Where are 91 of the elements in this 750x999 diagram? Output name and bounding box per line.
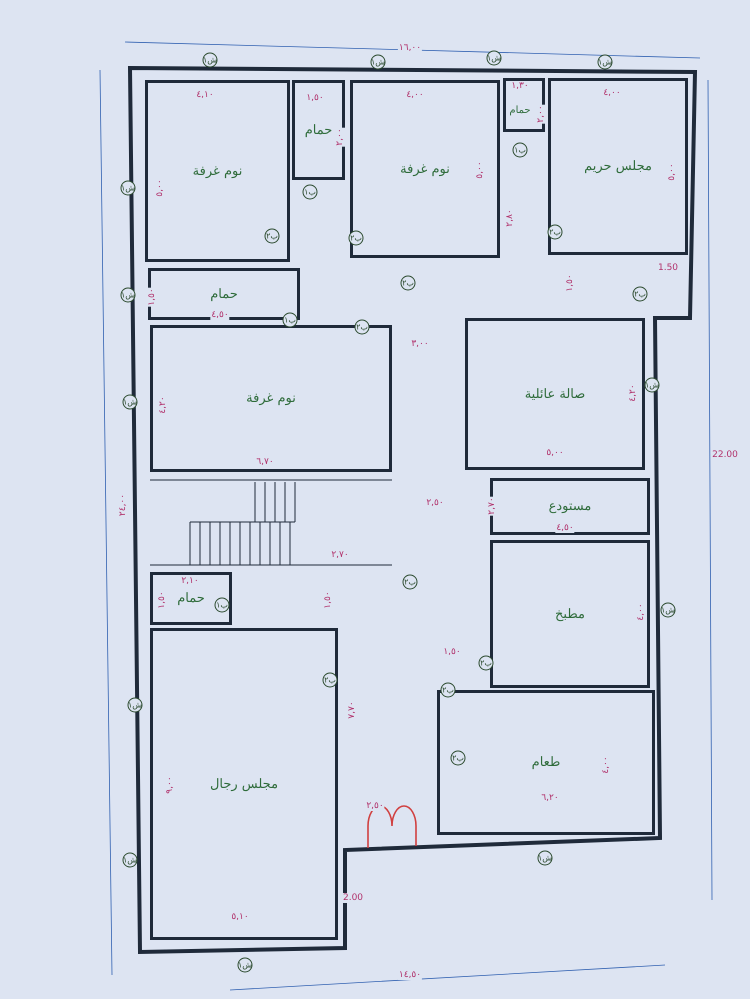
dimension-label: ٧,٧٠ [347, 700, 357, 720]
door-tag: ب٢ [450, 750, 466, 766]
dimension-label: 22.00 [711, 450, 739, 460]
dimension-label: ٤,٥٠ [210, 310, 230, 320]
dimension-label: ٥,١٠ [230, 912, 250, 922]
room-name: حمام [177, 591, 205, 606]
dimension-label: ٢,١٠ [180, 576, 200, 586]
door-tag: ب٢ [264, 228, 280, 244]
dimension-label: 1.50 [656, 263, 680, 273]
dimension-label: ٩,٠٠ [165, 775, 175, 795]
room [465, 318, 645, 470]
window-tag: ش١ [120, 180, 136, 196]
dimension-label: ١٤,٥٠ [398, 970, 422, 980]
room-name: مجلس حريم [584, 159, 652, 174]
dimension-label: ٤,٠٠ [602, 88, 622, 98]
door-tag: ب٢ [354, 320, 370, 334]
room-name: نوم غرفة [246, 391, 296, 406]
dimension-label: ١,٥٠ [323, 590, 333, 610]
window-tag: ش١ [202, 52, 218, 68]
room [150, 325, 392, 472]
door-tag: ب٢ [478, 656, 494, 670]
dimension-label: ٥,٠٠ [155, 178, 165, 198]
dimension-label: ٤,٠٠ [405, 90, 425, 100]
room-name: نوم غرفة [400, 162, 450, 176]
window-tag: ش١ [128, 698, 142, 712]
dimension-label: ٣,٠٠ [410, 339, 430, 349]
room [490, 478, 650, 535]
dimension-label: ٦,٧٠ [255, 457, 275, 467]
door-tag: ب٢ [402, 574, 418, 590]
dimension-label: ٦,٢٠ [540, 793, 560, 803]
dimension-label: ٢,٧٠ [330, 550, 350, 560]
window-tag: ش١ [370, 54, 386, 70]
window-tag: ش١ [122, 394, 138, 410]
dimension-label: ١,٥٠ [565, 273, 575, 293]
window-tag: ش١ [120, 288, 136, 302]
room-name: مطبخ [555, 606, 585, 622]
window-tag: ش١ [644, 378, 660, 392]
dimension-label: ٤,٢٠ [158, 395, 168, 415]
window-tag: ش١ [238, 958, 252, 972]
room-name: مستودع [548, 499, 592, 514]
dimension-label: ٤,٥٠ [555, 523, 575, 533]
window-tag: ش١ [486, 50, 502, 66]
room-name: حمام [509, 104, 531, 116]
room-name: صالة عائلية [524, 386, 586, 402]
dimension-label: ١,٣٠ [510, 81, 530, 91]
window-tag: ش١ [122, 852, 138, 868]
door-tag: ب١ [282, 312, 298, 328]
door-tag: ب٢ [322, 672, 338, 688]
door-tag: ب٢ [348, 230, 364, 246]
door-tag: ب٢ [400, 276, 416, 290]
dimension-label: ١,٥٠ [157, 590, 167, 610]
dimension-label: ٢,٠٠ [536, 104, 546, 124]
dimension-label: ٤,٢٠ [628, 383, 638, 403]
room-name: حمام [304, 122, 332, 138]
room-name: حمام [210, 286, 238, 302]
dimension-label: ٤,٠٠ [601, 755, 611, 775]
room-name: مجلس رجال [210, 776, 278, 792]
dimension-label: ٥,٠٠ [667, 162, 677, 182]
window-tag: ش١ [598, 54, 612, 70]
door-tag: ب١ [302, 184, 318, 200]
dimension-label: ١,٥٠ [442, 647, 462, 657]
dimension-label: ٢,٨٠ [505, 208, 515, 228]
dimension-label: ١٦,٠٠ [398, 43, 422, 53]
room [490, 540, 650, 688]
dimension-label: ٢,٥٠ [425, 498, 445, 508]
dimension-label: ٢,٧٠ [487, 496, 497, 516]
dimension-label: ٢,٥٠ [365, 801, 385, 811]
dimension-label: ٥,٠٠ [545, 448, 565, 458]
dimension-label: ٤,٠٠ [636, 602, 646, 622]
room [150, 572, 232, 625]
window-tag: ش١ [538, 850, 552, 866]
room [350, 80, 500, 258]
dimension-label: 2.00 [342, 893, 364, 903]
door-tag: ب٢ [548, 224, 562, 240]
dimension-label: ١,٥٠ [305, 93, 325, 103]
door-tag: ب١ [512, 142, 528, 158]
dimension-label: ٢٤,٠٠ [118, 492, 128, 518]
door-tag: ب٢ [632, 286, 648, 302]
dimension-label: ٥,٠٠ [475, 160, 485, 180]
room [548, 78, 688, 255]
room-name: طعام [532, 755, 560, 770]
dimension-label: ٤,١٠ [195, 90, 215, 100]
door-tag: ب١ [214, 598, 230, 612]
room [145, 80, 290, 262]
window-tag: ش١ [660, 602, 676, 618]
door-tag: ب٢ [440, 682, 456, 698]
room [292, 80, 345, 180]
room-name: نوم غرفة [192, 164, 242, 178]
dimension-label: ١,٥٠ [147, 287, 157, 307]
dimension-label: ٢,٠٠ [335, 127, 345, 147]
room [150, 628, 338, 940]
